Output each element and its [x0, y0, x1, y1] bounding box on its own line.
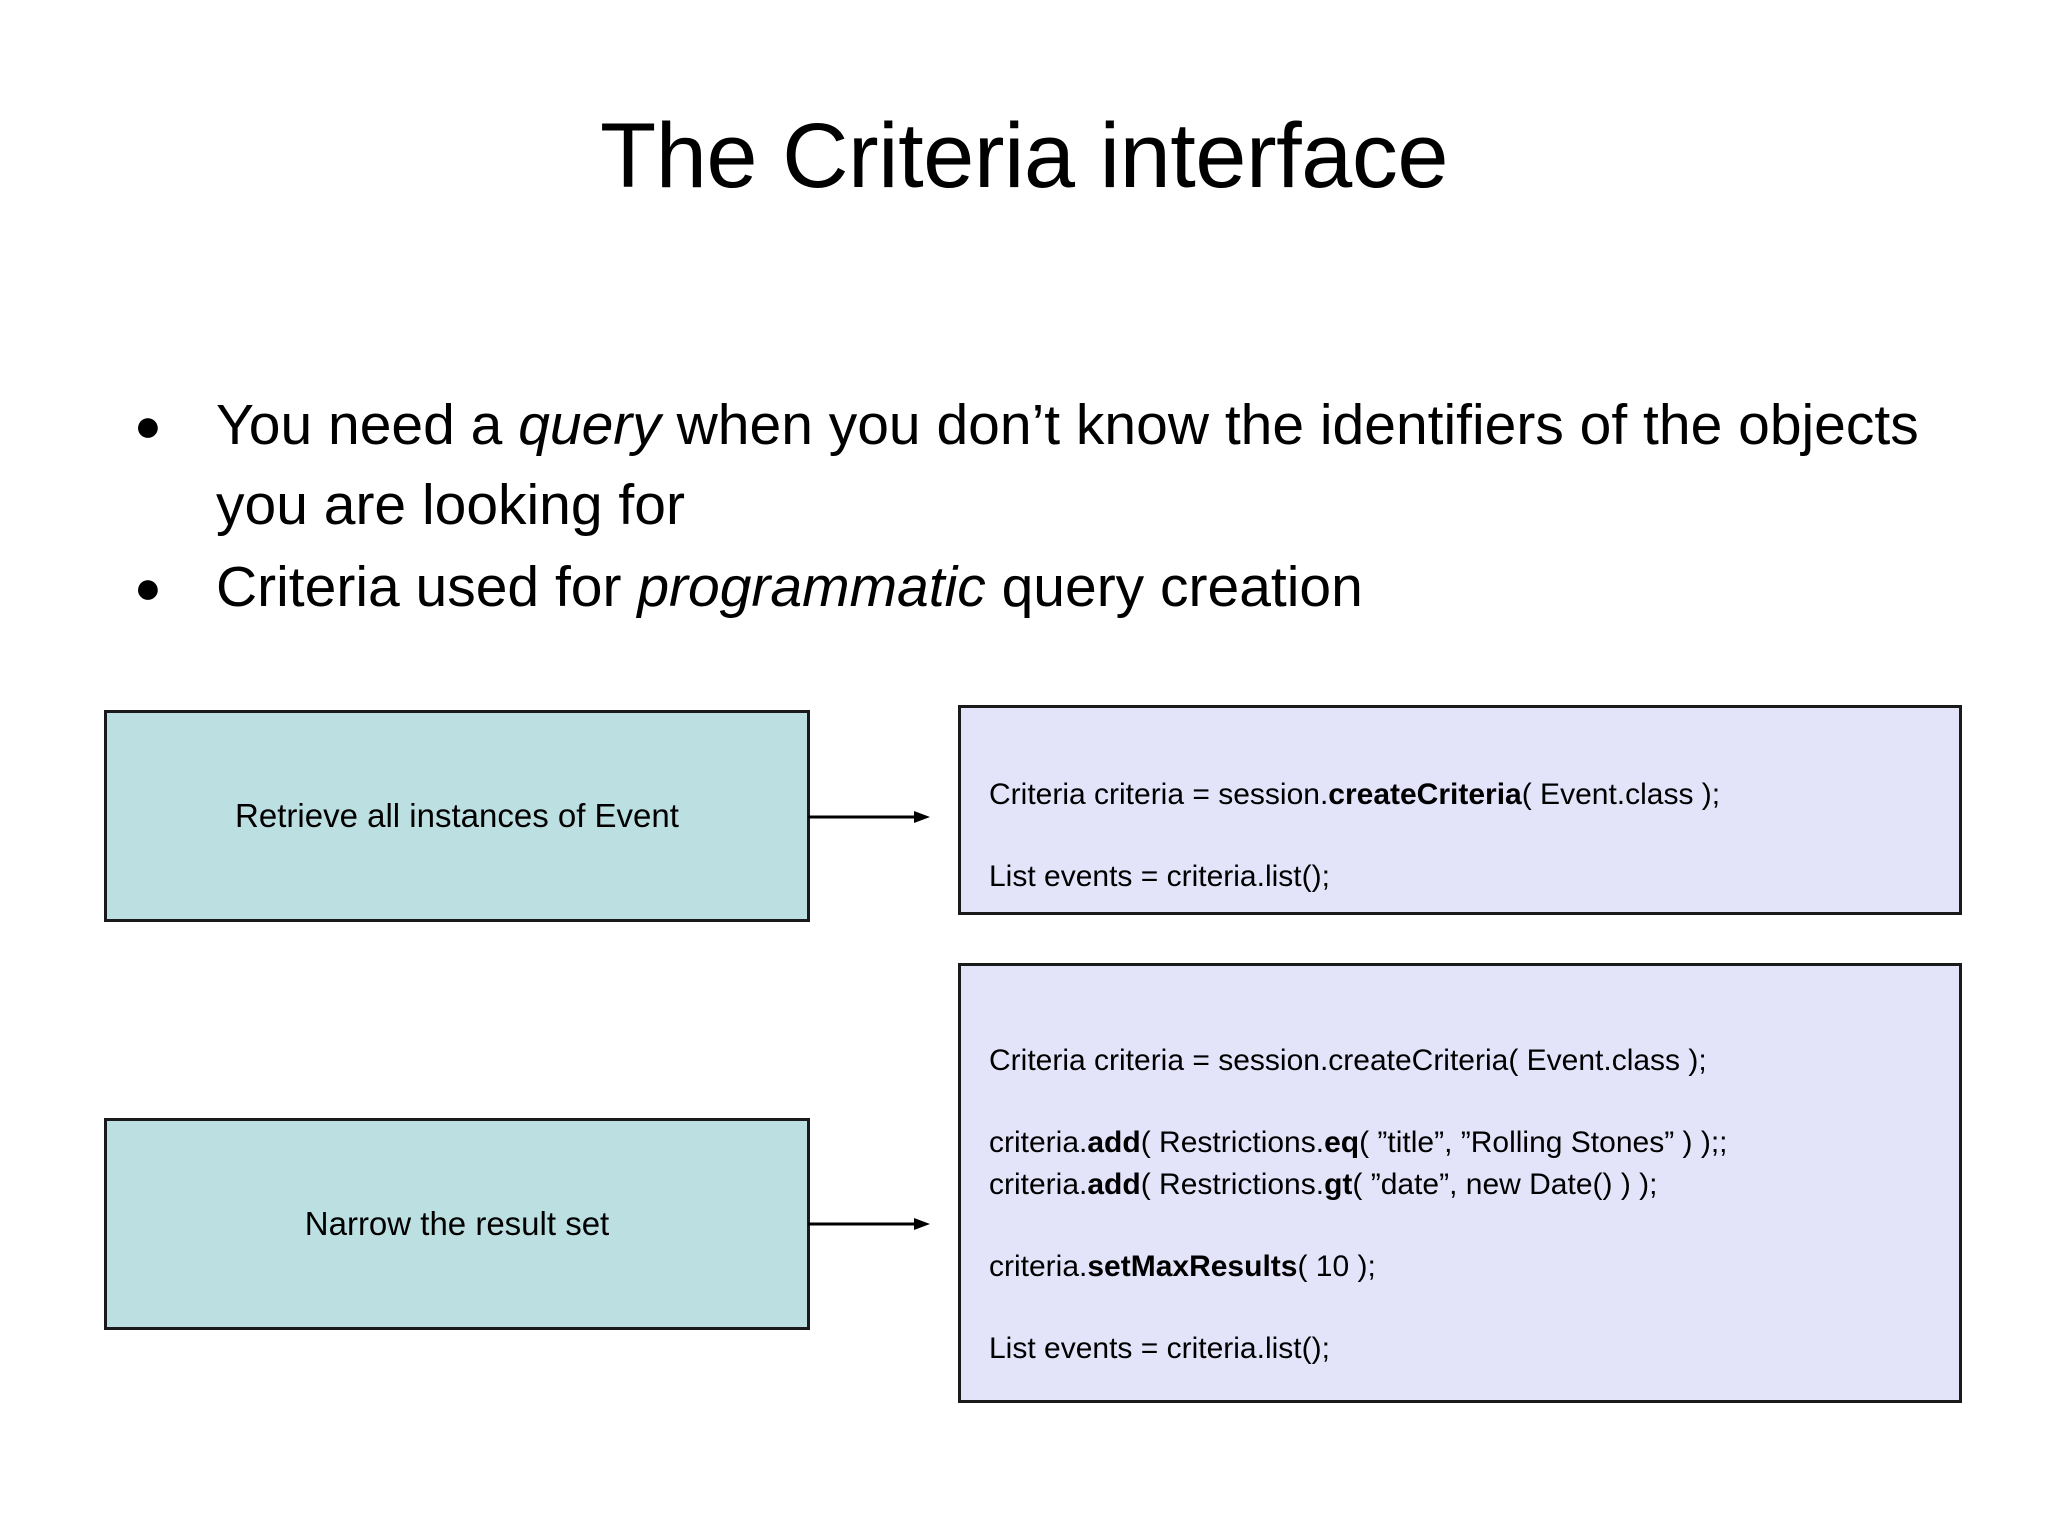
bullet-segment: when you don’t know the identifiers of t… — [216, 393, 1919, 537]
code-line — [989, 816, 1931, 856]
code-line — [989, 1288, 1931, 1328]
bullet-segment-emphasis: query — [518, 393, 661, 457]
code-token: ( Restrictions. — [1140, 1126, 1325, 1159]
list-item: ● You need a query when you don’t know t… — [120, 385, 1970, 545]
code-token: ( 10 ); — [1297, 1250, 1376, 1283]
page-title: The Criteria interface — [600, 105, 1449, 207]
code-snippet-lines: Criteria criteria = session.createCriter… — [989, 730, 1931, 898]
code-token: List events = criteria.list(); — [989, 860, 1330, 893]
code-token: Criteria criteria = session.createCriter… — [989, 1044, 1707, 1077]
bullet-segment: Criteria used for — [216, 555, 638, 619]
bullet-marker-icon: ● — [134, 561, 162, 613]
bullet-segment-emphasis: programmatic — [637, 555, 986, 619]
code-token-emphasis: add — [1087, 1126, 1141, 1159]
bullet-segment: query creation — [985, 555, 1363, 619]
bullet-list: ● You need a query when you don’t know t… — [120, 385, 1970, 629]
code-line: Criteria criteria = session.createCriter… — [989, 774, 1931, 816]
code-line: criteria.setMaxResults( 10 ); — [989, 1246, 1931, 1288]
arrow-right-icon — [808, 1218, 930, 1230]
code-token-emphasis: setMaxResults — [1087, 1250, 1298, 1283]
code-token: criteria. — [989, 1250, 1088, 1283]
list-item: ● Criteria used for programmatic query c… — [120, 547, 1970, 627]
code-token: ( ”date”, new Date() ) ); — [1352, 1168, 1658, 1201]
diagram-label-box-retrieve: Retrieve all instances of Event — [104, 710, 810, 922]
code-token-emphasis: add — [1087, 1168, 1141, 1201]
code-line — [989, 1206, 1931, 1246]
code-token: ( Restrictions. — [1140, 1168, 1325, 1201]
code-token: List events = criteria.list(); — [989, 1332, 1330, 1365]
code-line: criteria.add( Restrictions.eq( ”title”, … — [989, 1122, 1931, 1164]
arrow-right-icon — [808, 811, 930, 823]
code-token: Criteria criteria = session. — [989, 778, 1329, 811]
bullet-marker-icon: ● — [134, 399, 162, 451]
diagram-label-box-narrow: Narrow the result set — [104, 1118, 810, 1330]
code-line: List events = criteria.list(); — [989, 856, 1931, 898]
code-token-emphasis: eq — [1324, 1126, 1360, 1159]
bullet-segment: You need a — [216, 393, 519, 457]
code-token: ( Event.class ); — [1521, 778, 1721, 811]
bullet-text: You need a query when you don’t know the… — [216, 385, 1970, 545]
code-line — [989, 1082, 1931, 1122]
code-snippet-lines: Criteria criteria = session.createCriter… — [989, 988, 1931, 1370]
diagram-label-text: Retrieve all instances of Event — [235, 797, 679, 834]
code-snippet-box-narrow: Criteria criteria = session.createCriter… — [958, 963, 1962, 1403]
code-token-emphasis: createCriteria — [1328, 778, 1522, 811]
code-token: criteria. — [989, 1126, 1088, 1159]
bullet-text: Criteria used for programmatic query cre… — [216, 547, 1970, 627]
code-line: Criteria criteria = session.createCriter… — [989, 1040, 1931, 1082]
code-line: criteria.add( Restrictions.gt( ”date”, n… — [989, 1164, 1931, 1206]
code-line: List events = criteria.list(); — [989, 1328, 1931, 1370]
diagram-label-text: Narrow the result set — [304, 1205, 610, 1242]
code-token: criteria. — [989, 1168, 1088, 1201]
code-snippet-box-retrieve: Criteria criteria = session.createCriter… — [958, 705, 1962, 915]
code-token-emphasis: gt — [1324, 1168, 1353, 1201]
code-token: ( ”title”, ”Rolling Stones” ) );; — [1359, 1126, 1728, 1159]
